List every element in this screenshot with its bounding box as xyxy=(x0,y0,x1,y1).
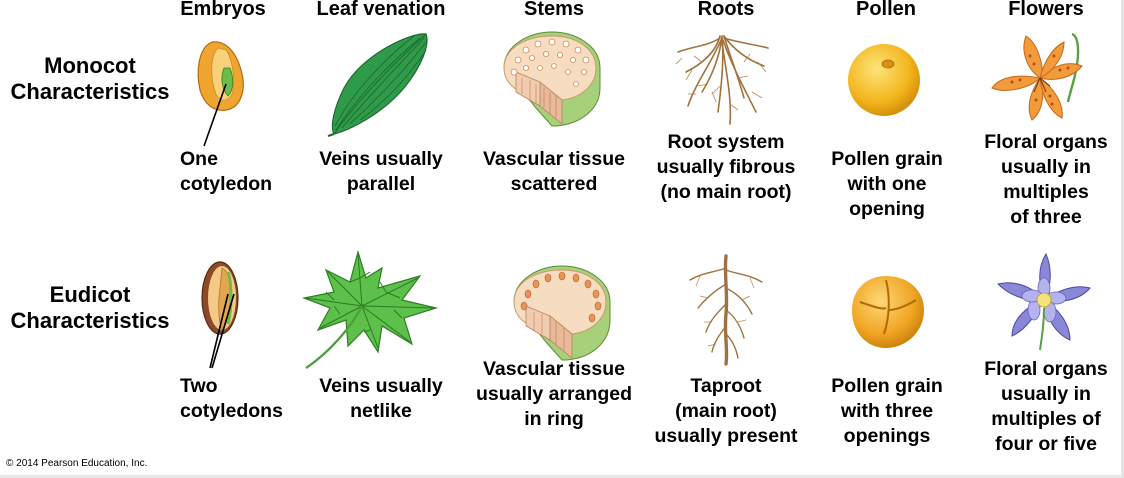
caption-monocot-embryo: One cotyledon xyxy=(180,147,272,197)
eudicot-seed-illustration xyxy=(201,261,239,369)
monocot-pollen-illustration xyxy=(848,44,920,116)
caption-monocot-pollen: Pollen grain with one opening xyxy=(814,147,960,222)
row-label-eudicot-line1: Eudicot xyxy=(49,282,131,307)
eudicot-leaf-illustration xyxy=(301,249,439,369)
caption-line: Pollen grain xyxy=(831,148,943,170)
caption-line: Pollen grain xyxy=(831,375,943,397)
caption-line: Floral organs xyxy=(984,131,1108,153)
header-stems: Stems xyxy=(523,0,585,20)
caption-eudicot-embryo: Two cotyledons xyxy=(180,374,283,424)
caption-line: parallel xyxy=(346,173,416,195)
caption-eudicot-roots: Taproot (main root) usually present xyxy=(640,374,812,449)
row-label-eudicot: Eudicot Characteristics xyxy=(0,282,180,334)
caption-line: scattered xyxy=(510,173,598,195)
caption-line: usually arranged xyxy=(475,383,633,405)
right-border xyxy=(1121,0,1124,478)
eudicot-taproot-illustration xyxy=(689,254,763,366)
row-label-eudicot-line2: Characteristics xyxy=(10,308,170,333)
caption-line: Taproot xyxy=(690,375,762,397)
caption-line: multiples xyxy=(1003,181,1089,203)
row-label-monocot: Monocot Characteristics xyxy=(0,53,180,105)
monocot-leaf-illustration xyxy=(327,33,428,137)
caption-line: Vascular tissue xyxy=(482,358,625,380)
monocot-stem-illustration xyxy=(503,31,601,127)
caption-line: One xyxy=(180,148,218,170)
eudicot-flower-illustration xyxy=(997,252,1091,351)
monocot-flower-illustration xyxy=(991,32,1083,121)
caption-monocot-flower: Floral organs usually in multiples of th… xyxy=(972,130,1120,230)
eudicot-stem-illustration xyxy=(513,265,611,361)
caption-line: Vascular tissue xyxy=(482,148,625,170)
caption-line: usually in xyxy=(1001,383,1091,405)
caption-line: Two xyxy=(180,375,218,397)
caption-monocot-stem: Vascular tissue scattered xyxy=(468,147,640,197)
caption-line: Veins usually xyxy=(319,148,443,170)
header-flowers: Flowers xyxy=(1008,0,1084,20)
caption-line: netlike xyxy=(350,400,412,422)
header-pollen: Pollen xyxy=(855,0,916,20)
caption-monocot-leaf: Veins usually parallel xyxy=(304,147,458,197)
caption-line: in ring xyxy=(524,408,584,430)
caption-line: usually fibrous xyxy=(656,156,796,178)
caption-eudicot-leaf: Veins usually netlike xyxy=(304,374,458,424)
header-embryos: Embryos xyxy=(180,0,266,20)
caption-line: Root system xyxy=(667,131,785,153)
caption-monocot-roots: Root system usually fibrous (no main roo… xyxy=(640,130,812,205)
caption-line: Floral organs xyxy=(984,358,1108,380)
caption-line: multiples of xyxy=(991,408,1101,430)
caption-line: openings xyxy=(843,425,931,447)
caption-line: (no main root) xyxy=(660,181,792,203)
caption-line: with three xyxy=(840,400,934,422)
caption-eudicot-flower: Floral organs usually in multiples of fo… xyxy=(972,357,1120,457)
monocot-seed-illustration xyxy=(197,41,244,147)
monocot-fibrous-roots-illustration xyxy=(675,35,769,125)
caption-line: four or five xyxy=(995,433,1097,455)
header-roots: Roots xyxy=(697,0,755,20)
row-label-monocot-line1: Monocot xyxy=(44,53,136,78)
caption-line: cotyledons xyxy=(180,400,283,422)
row-label-monocot-line2: Characteristics xyxy=(10,79,170,104)
caption-line: usually in xyxy=(1001,156,1091,178)
caption-line: Veins usually xyxy=(319,375,443,397)
copyright-notice: © 2014 Pearson Education, Inc. xyxy=(6,458,148,469)
eudicot-pollen-illustration xyxy=(852,276,924,348)
caption-line: usually present xyxy=(654,425,798,447)
caption-line: of three xyxy=(1010,206,1082,228)
caption-line: (main root) xyxy=(675,400,777,422)
caption-line: with one xyxy=(847,173,927,195)
caption-line: opening xyxy=(849,198,925,220)
caption-eudicot-stem: Vascular tissue usually arranged in ring xyxy=(460,357,648,432)
caption-line: cotyledon xyxy=(180,173,273,195)
caption-eudicot-pollen: Pollen grain with three openings xyxy=(814,374,960,449)
bottom-border xyxy=(0,475,1124,478)
header-leaf-venation: Leaf venation xyxy=(316,0,446,20)
